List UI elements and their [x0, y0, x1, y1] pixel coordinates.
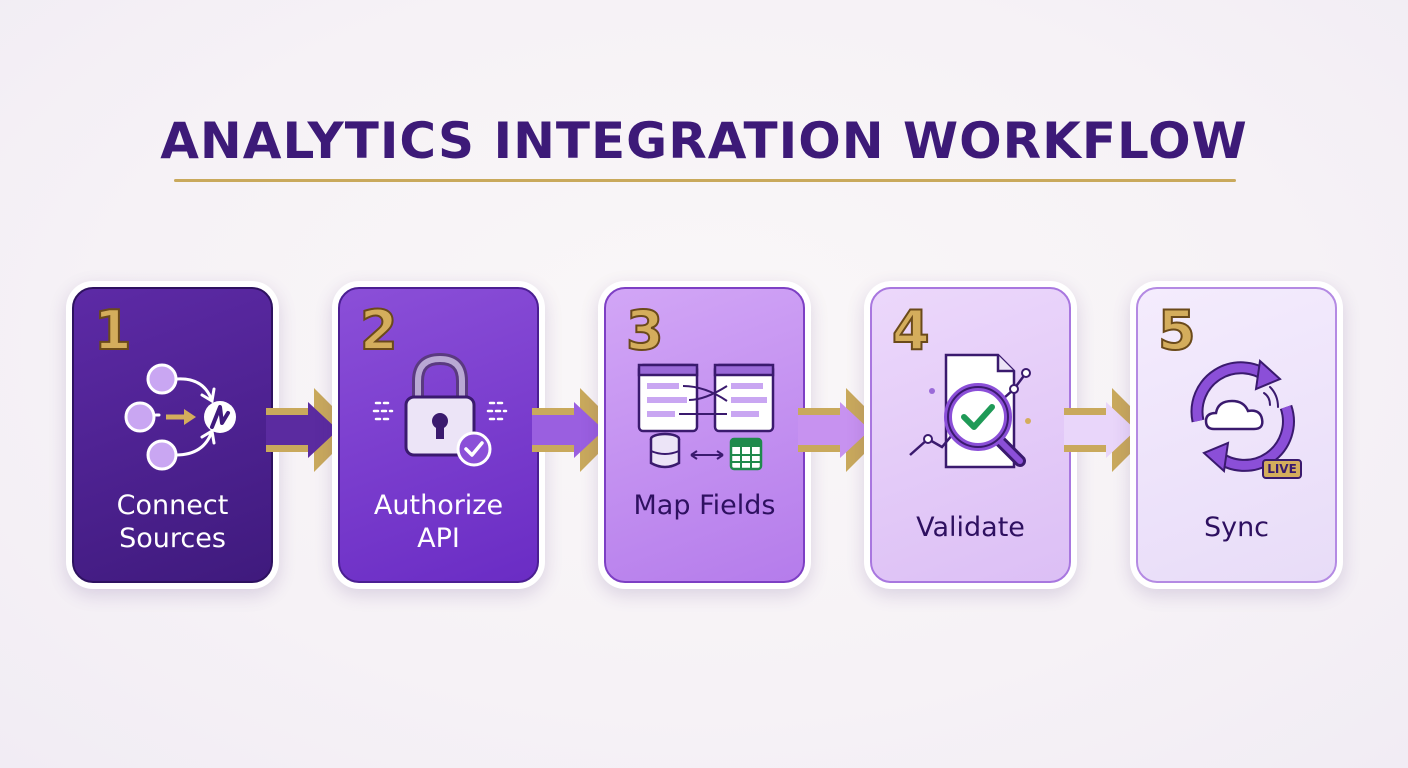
- step-label-4: Validate: [916, 512, 1025, 543]
- field-mapping-icon: [637, 363, 775, 471]
- step-card-3: 3 Map Fields: [598, 281, 811, 589]
- magnifier-check-icon: [909, 353, 1031, 469]
- network-nodes-icon: [124, 363, 236, 471]
- step-label-1: Connect Sources: [116, 490, 229, 554]
- cloud-sync-icon: [1190, 359, 1295, 473]
- step-card-5: 5 LIVE Sync: [1130, 281, 1343, 589]
- step-number-2: 2: [359, 298, 399, 363]
- title-underline: [174, 179, 1236, 182]
- page-title: ANALYTICS INTEGRATION WORKFLOW: [160, 112, 1248, 170]
- live-badge: LIVE: [1262, 459, 1302, 479]
- step-number-3: 3: [625, 298, 665, 363]
- padlock-check-icon: [372, 352, 508, 467]
- step-number-4: 4: [891, 298, 931, 363]
- step-label-3: Map Fields: [633, 490, 776, 521]
- step-card-2: 2 Authorize API: [332, 281, 545, 589]
- step-card-1: 1 Connect Sources: [66, 281, 279, 589]
- step-label-2: Authorize API: [373, 490, 504, 554]
- step-card-4: 4 Validate: [864, 281, 1077, 589]
- step-number-1: 1: [93, 298, 133, 363]
- live-badge-text: LIVE: [1267, 462, 1297, 476]
- step-label-5: Sync: [1203, 512, 1270, 543]
- step-number-5: 5: [1157, 298, 1197, 363]
